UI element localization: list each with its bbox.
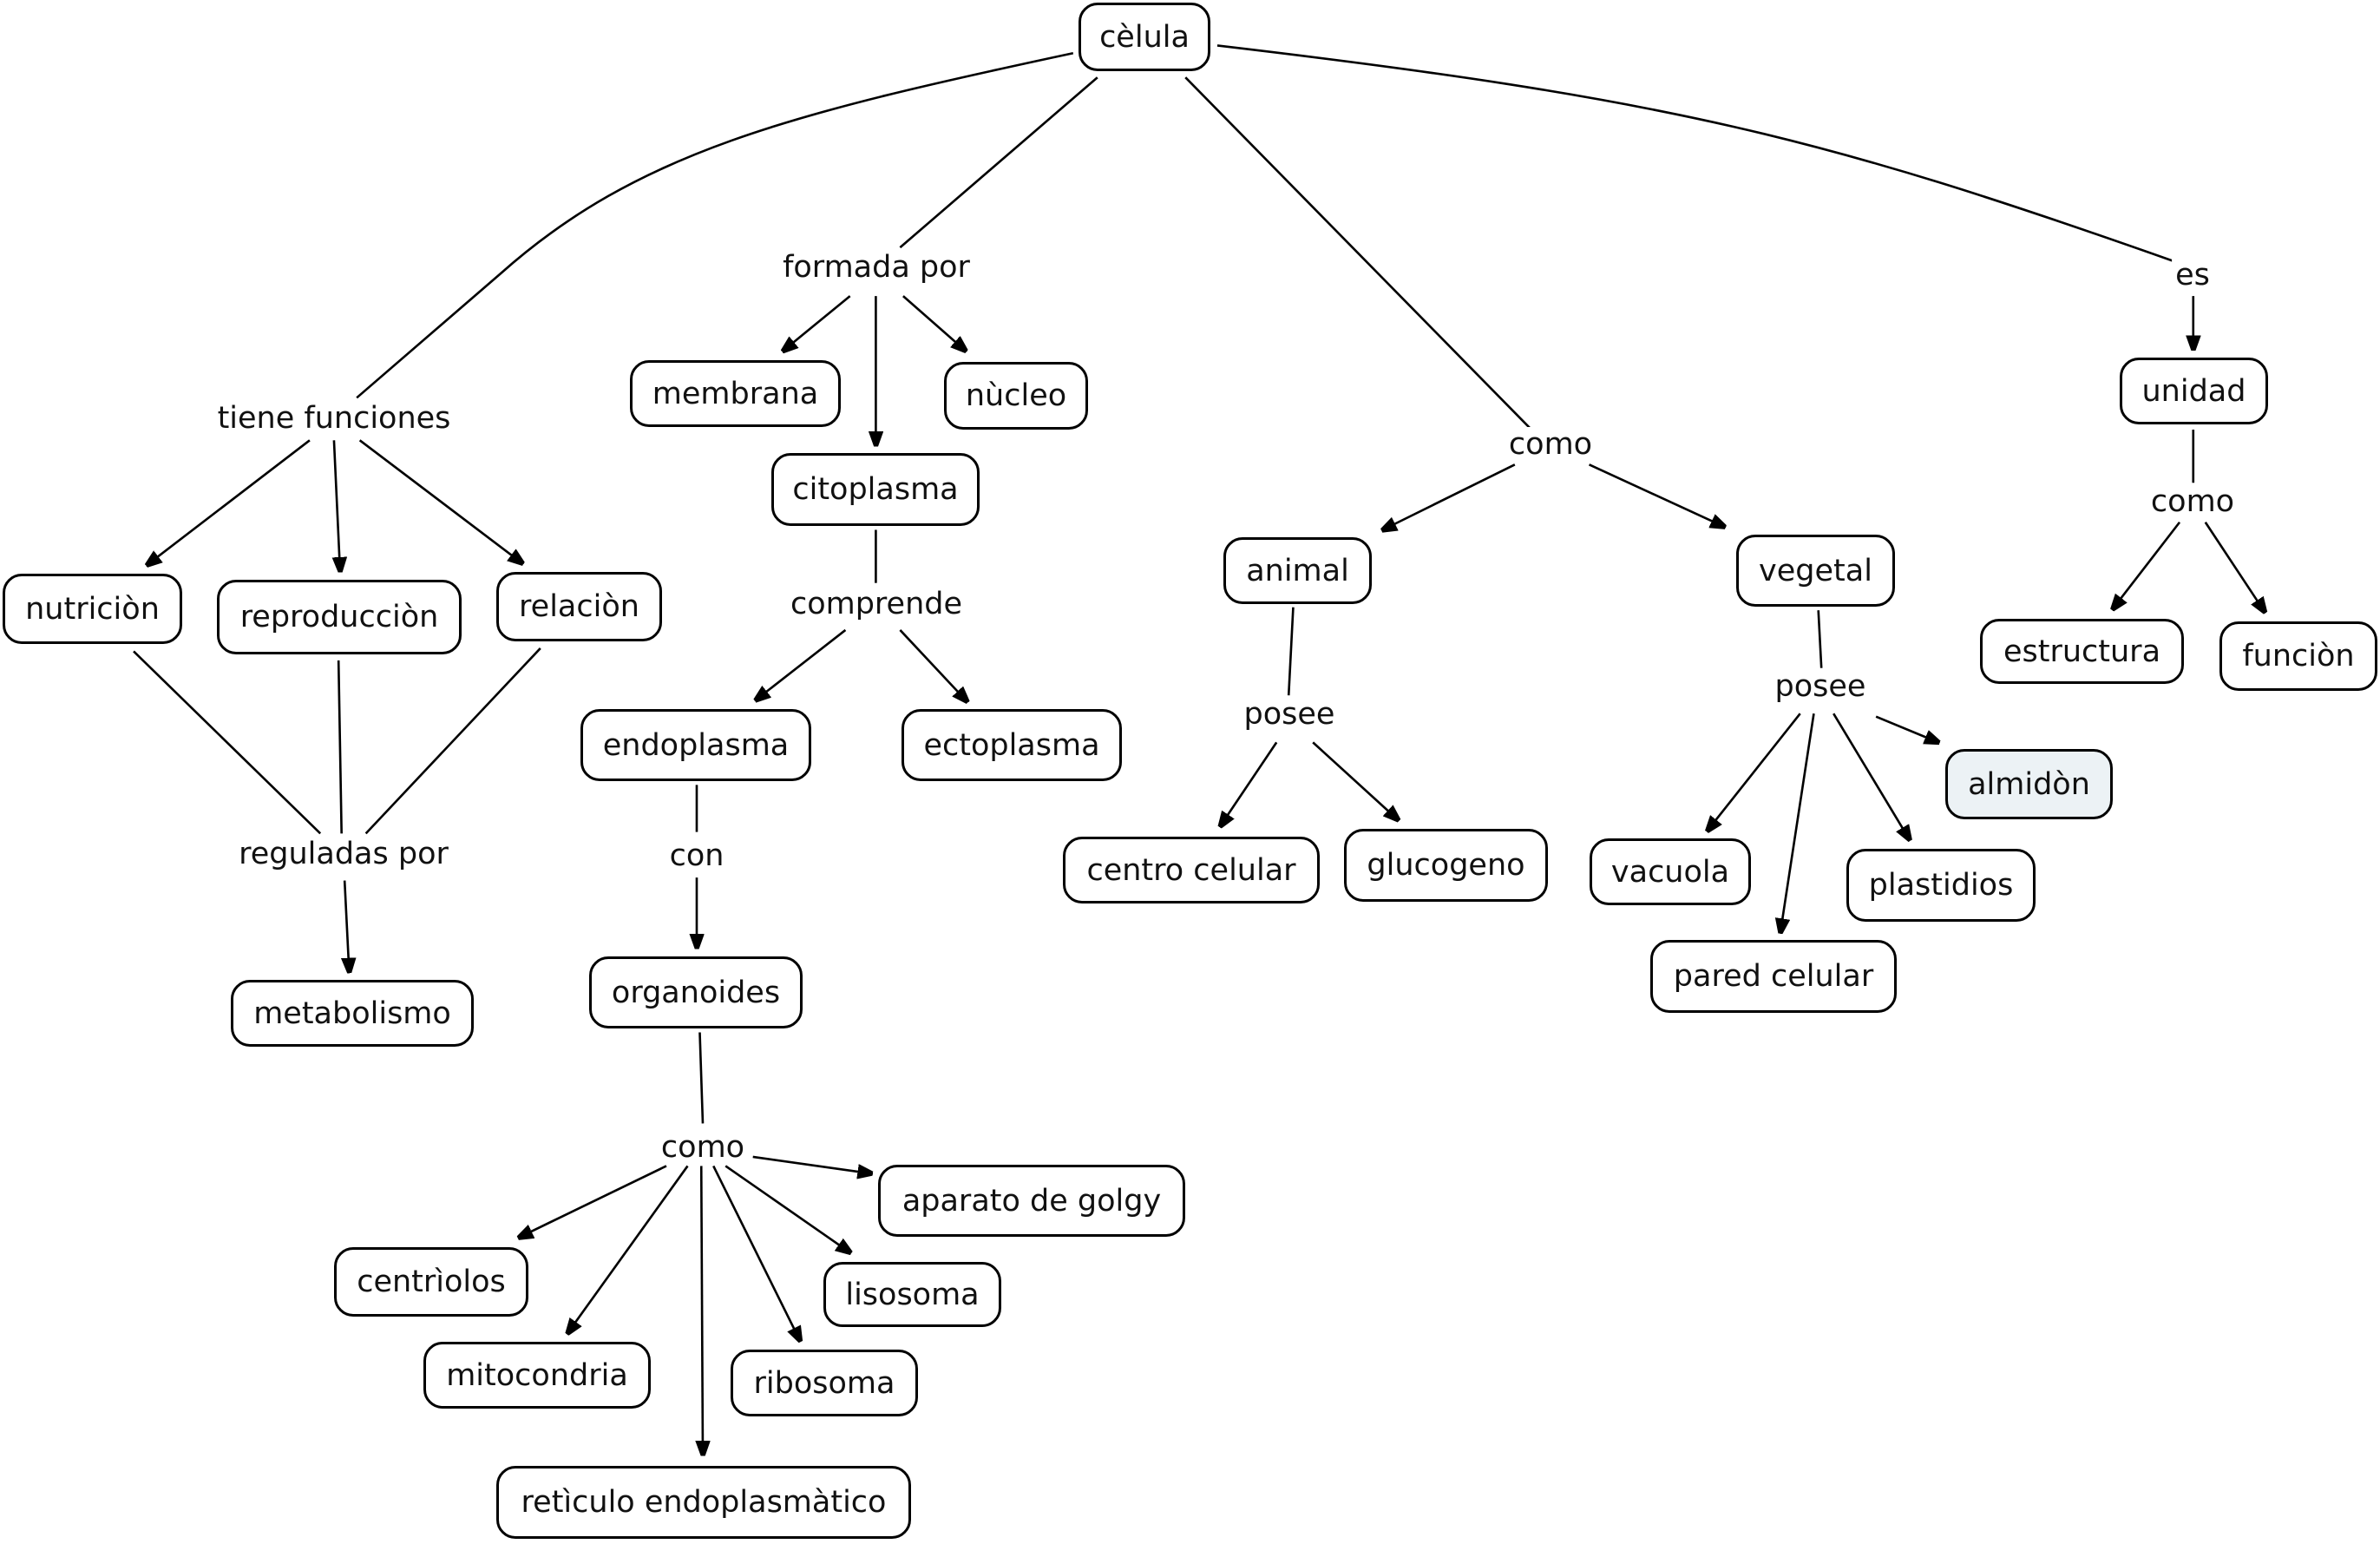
concept-endoplasma[interactable]: endoplasma: [580, 709, 811, 781]
edge: [1216, 44, 2174, 263]
concept-funcion[interactable]: funciòn: [2219, 621, 2377, 691]
edge: [1833, 713, 1909, 839]
edge: [519, 1165, 667, 1237]
edge: [358, 439, 522, 563]
edge: [712, 1165, 800, 1340]
concept-aparato-de-golgy[interactable]: aparato de golgy: [878, 1165, 1185, 1237]
edge: [902, 295, 966, 351]
link-como[interactable]: como: [1505, 427, 1597, 462]
edge: [756, 628, 847, 700]
link-reguladas-por[interactable]: reguladas por: [235, 837, 452, 871]
edge: [701, 1166, 703, 1454]
concept-estructura[interactable]: estructura: [1980, 619, 2184, 684]
concept-metabolismo[interactable]: metabolismo: [231, 980, 474, 1047]
link-como-organoides[interactable]: como: [657, 1130, 749, 1165]
concept-centro-celular[interactable]: centro celular: [1063, 837, 1320, 903]
edge: [567, 1165, 689, 1332]
edge: [899, 629, 967, 701]
edge: [344, 880, 349, 972]
edge: [1383, 463, 1516, 529]
concept-citoplasma[interactable]: citoplasma: [771, 453, 980, 526]
concept-mitocondria[interactable]: mitocondria: [423, 1342, 651, 1409]
concept-reticulo-endoplasmatico[interactable]: retìculo endoplasmàtico: [496, 1466, 911, 1539]
concept-ectoplasma[interactable]: ectoplasma: [902, 709, 1122, 781]
concept-ribosoma[interactable]: ribosoma: [731, 1350, 918, 1416]
concept-relacion[interactable]: relaciòn: [496, 572, 662, 641]
concept-nucleo[interactable]: nùcleo: [944, 362, 1088, 430]
concept-pared-celular[interactable]: pared celular: [1650, 940, 1897, 1013]
link-comprende[interactable]: comprende: [786, 587, 967, 621]
concept-unidad[interactable]: unidad: [2120, 358, 2268, 424]
edge: [364, 647, 541, 835]
edge: [1220, 741, 1278, 825]
link-posee-vegetal[interactable]: posee: [1771, 669, 1870, 704]
edge: [356, 51, 1074, 399]
concept-membrana[interactable]: membrana: [630, 360, 841, 427]
edge: [783, 295, 851, 351]
edge: [752, 1155, 871, 1173]
edge: [133, 650, 322, 835]
edge: [334, 440, 340, 570]
concept-animal[interactable]: animal: [1223, 537, 1372, 604]
edge: [1780, 713, 1815, 932]
link-es[interactable]: es: [2172, 258, 2213, 292]
edge: [337, 660, 343, 834]
edge: [1817, 610, 1823, 668]
link-como-unidad[interactable]: como: [2147, 484, 2239, 519]
edge: [724, 1165, 849, 1252]
link-tiene-funciones[interactable]: tiene funciones: [213, 401, 455, 436]
concept-nutricion[interactable]: nutriciòn: [3, 574, 182, 644]
edge: [1287, 607, 1295, 696]
edge: [148, 439, 311, 564]
concept-plastidios[interactable]: plastidios: [1846, 849, 2036, 922]
edge: [1589, 463, 1725, 527]
edge: [899, 76, 1098, 249]
concept-glucogeno[interactable]: glucogeno: [1344, 829, 1548, 902]
edge: [2113, 521, 2181, 609]
link-formada-por[interactable]: formada por: [779, 250, 974, 285]
edge: [1312, 741, 1398, 819]
concept-vacuola[interactable]: vacuola: [1590, 838, 1751, 905]
link-posee-animal[interactable]: posee: [1240, 697, 1339, 732]
edge: [1708, 713, 1801, 831]
concept-organoides[interactable]: organoides: [589, 956, 803, 1028]
edge: [1184, 76, 1531, 430]
concept-celula[interactable]: cèlula: [1079, 3, 1210, 71]
concept-lisosoma[interactable]: lisosoma: [823, 1262, 1001, 1327]
edge: [1875, 715, 1938, 743]
link-con[interactable]: con: [665, 838, 728, 873]
concept-almidon[interactable]: almidòn: [1945, 749, 2113, 819]
concept-centriolos[interactable]: centrìolos: [334, 1247, 528, 1317]
concept-vegetal[interactable]: vegetal: [1736, 535, 1895, 607]
concept-reproduccion[interactable]: reproducciòn: [217, 580, 462, 654]
edge: [698, 1032, 705, 1124]
edge: [2204, 522, 2265, 612]
